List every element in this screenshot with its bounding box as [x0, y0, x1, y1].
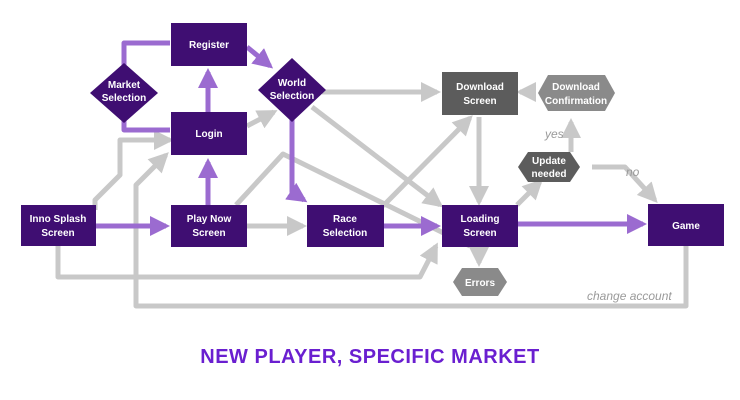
node-confirmation-line2: Confirmation	[545, 96, 607, 107]
node-race-line2: Selection	[323, 228, 367, 239]
edge-splash-to-loading	[55, 242, 439, 280]
node-loading-line1: Loading	[461, 214, 500, 225]
node-loading-line2: Screen	[463, 228, 496, 239]
node-inno-splash-line1: Inno Splash	[30, 214, 87, 225]
node-update-line1: Update	[532, 156, 566, 167]
node-world-selection: World Selection	[258, 58, 326, 122]
node-errors-label: Errors	[465, 278, 495, 289]
node-loading-screen: Loading Screen	[442, 205, 518, 247]
node-download-line1: Download	[456, 82, 504, 93]
node-download-screen: Download Screen	[442, 72, 518, 115]
node-inno-splash-line2: Screen	[41, 228, 74, 239]
node-download-line2: Screen	[463, 96, 496, 107]
node-update-needed: Update needed	[518, 152, 580, 182]
node-game-label: Game	[672, 221, 700, 232]
node-play-now-screen: Play Now Screen	[171, 205, 247, 247]
node-race-line1: Race	[333, 214, 357, 225]
edge-label-no: no	[626, 165, 640, 179]
edge-login-to-market	[121, 118, 170, 133]
node-race-selection: Race Selection	[307, 205, 384, 247]
node-update-line2: needed	[531, 169, 566, 180]
edge-labels: yes no change account	[544, 127, 672, 303]
edge-label-yes: yes	[544, 127, 564, 141]
node-confirmation-line1: Download	[552, 82, 600, 93]
node-register-label: Register	[189, 40, 229, 51]
node-login-label: Login	[195, 129, 222, 140]
node-world-line1: World	[278, 78, 306, 89]
edge-register-to-world	[245, 45, 274, 69]
edge-world-to-loading	[310, 105, 444, 208]
node-download-confirmation: Download Confirmation	[538, 75, 615, 111]
node-market-line2: Selection	[102, 93, 146, 104]
edge-market-to-register	[121, 40, 170, 70]
edge-update-no-to-game	[592, 164, 658, 203]
node-play-now-line1: Play Now	[187, 214, 232, 225]
node-login: Login	[171, 112, 247, 155]
edges	[55, 40, 689, 309]
node-world-line2: Selection	[270, 91, 314, 102]
node-play-now-line2: Screen	[192, 228, 225, 239]
nodes: Inno Splash Screen Play Now Screen Login…	[21, 23, 724, 296]
edge-race-to-download	[381, 115, 473, 208]
node-market-selection: Market Selection	[90, 63, 158, 123]
diagram-title: NEW PLAYER, SPECIFIC MARKET	[200, 346, 540, 368]
edge-change-account-loop	[133, 152, 689, 309]
edge-label-change-account: change account	[587, 289, 672, 303]
node-inno-splash-screen: Inno Splash Screen	[21, 205, 96, 246]
node-market-line1: Market	[108, 80, 141, 91]
flowchart-canvas: Inno Splash Screen Play Now Screen Login…	[21, 23, 724, 309]
edge-world-to-race	[285, 118, 308, 203]
node-register: Register	[171, 23, 247, 66]
node-errors: Errors	[453, 268, 507, 296]
edge-loading-to-update	[515, 179, 543, 207]
edge-login-to-world	[245, 109, 278, 129]
edge-playnow-to-loading	[234, 151, 472, 249]
edge-splash-to-login	[92, 130, 174, 210]
node-game: Game	[648, 204, 724, 246]
